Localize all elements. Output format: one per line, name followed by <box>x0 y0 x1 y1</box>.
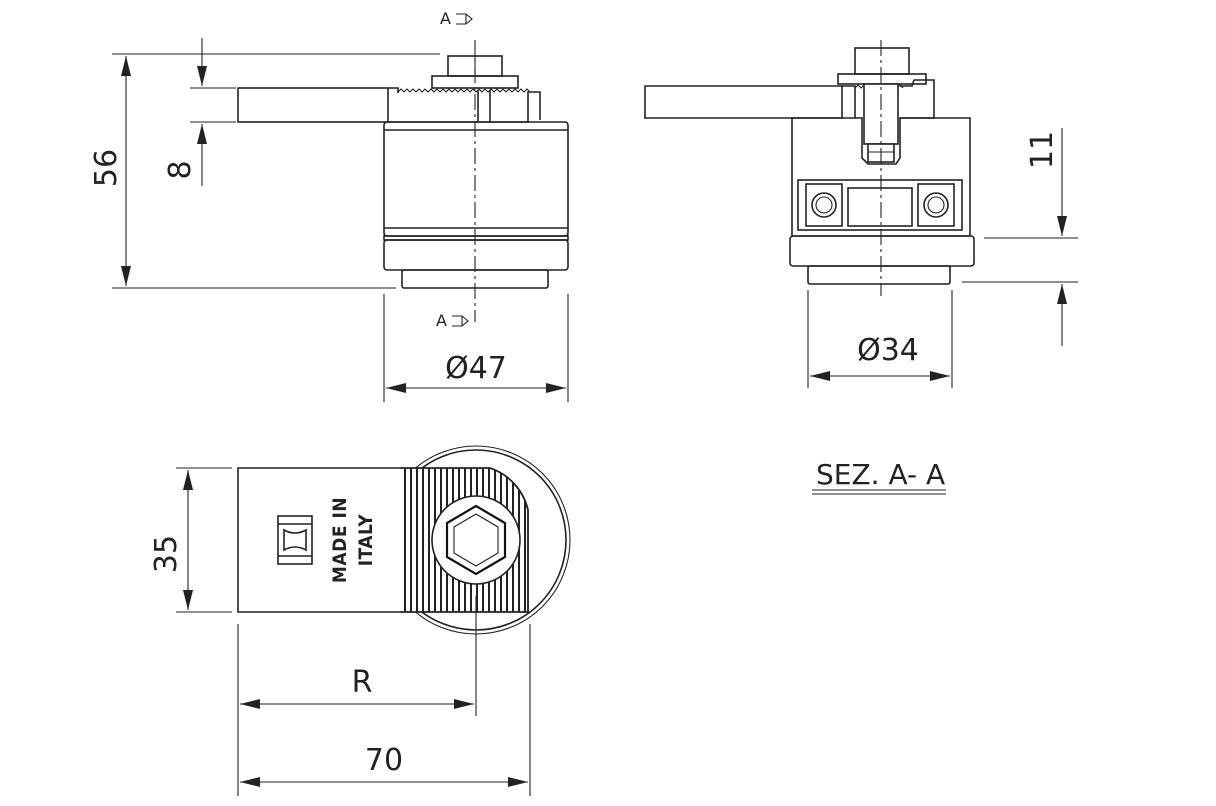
bolt-circle <box>431 495 521 585</box>
dimension-plate-width: 35 <box>149 535 184 573</box>
section-arrow-top-icon <box>456 13 473 25</box>
emboss-made-in: MADE IN <box>329 497 351 583</box>
lever-arm <box>237 87 389 123</box>
dimension-diameter-section: Ø34 <box>857 333 919 368</box>
dimension-diameter-body: Ø47 <box>445 351 507 386</box>
section-view: 11 Ø34 SEZ. A- A <box>644 40 1078 495</box>
hex-bolt-icon <box>445 504 507 576</box>
main-body <box>383 121 569 237</box>
section-marker-top: A <box>440 9 451 28</box>
dimension-section-offset: 11 <box>1025 131 1060 169</box>
front-view: A A 56 8 Ø47 <box>89 9 569 402</box>
section-title: SEZ. A- A <box>816 458 945 491</box>
section-marker-bottom: A <box>436 311 447 330</box>
base-ring <box>383 239 569 271</box>
top-view: MADE IN ITALY 35 R 70 <box>149 445 571 796</box>
dimension-height-total: 56 <box>89 149 124 187</box>
brand-logo-icon <box>277 515 313 565</box>
section-arrow-bottom-icon <box>452 315 469 327</box>
dimension-radius: R <box>352 665 373 700</box>
dimension-lever-thickness: 8 <box>163 160 198 179</box>
dimension-length-total: 70 <box>365 743 403 778</box>
emboss-italy: ITALY <box>355 514 377 567</box>
section-lever <box>644 85 843 119</box>
